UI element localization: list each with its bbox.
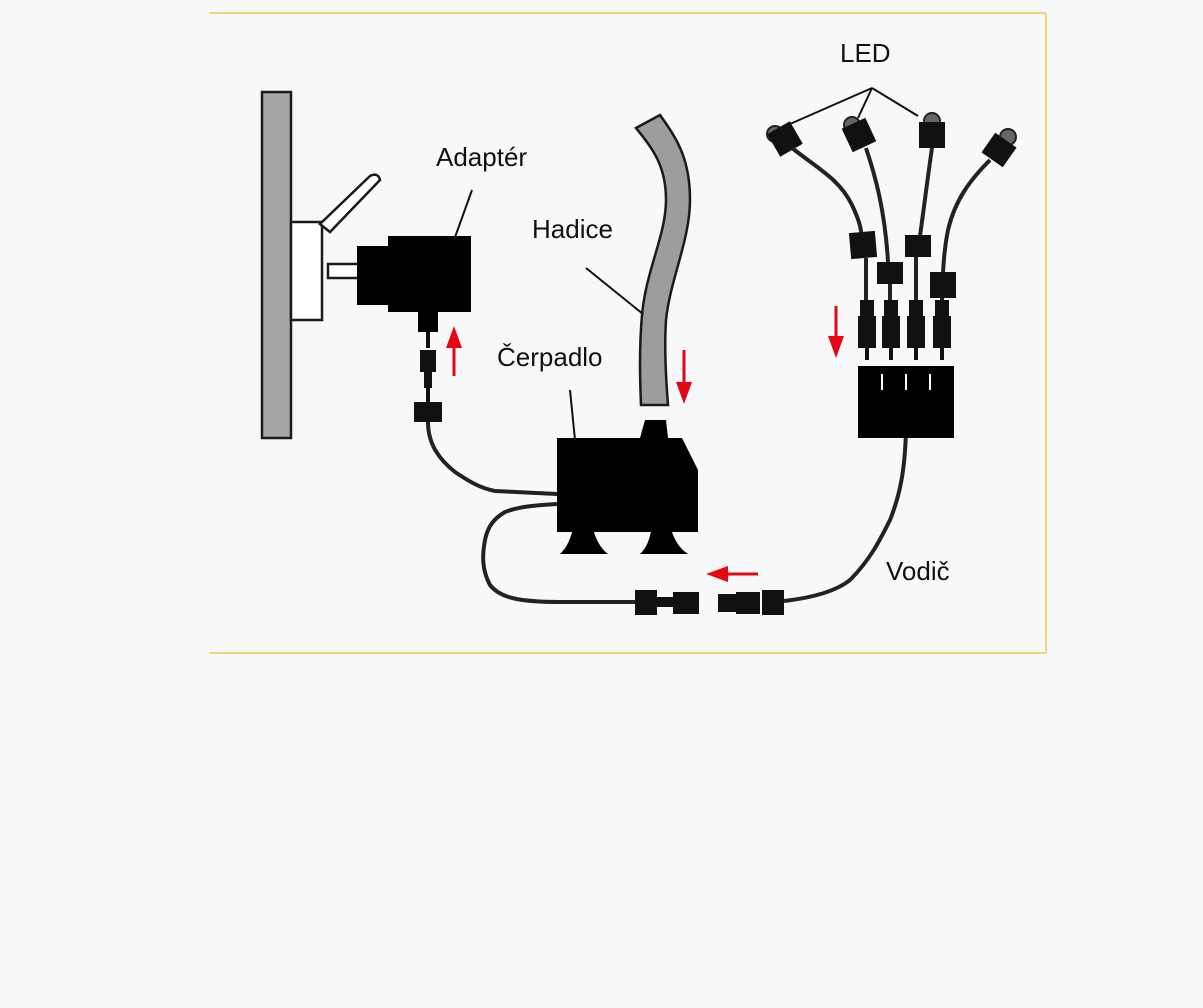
adapter	[357, 236, 471, 332]
adapter-cable	[414, 332, 635, 604]
label-led: LED	[840, 38, 891, 68]
label-hose: Hadice	[532, 214, 613, 244]
leader-lines	[453, 87, 919, 441]
flow-arrow-down-led	[828, 306, 844, 358]
led-strand-4	[930, 128, 1017, 360]
distributor-block	[858, 366, 954, 438]
flow-arrow-down-hose	[676, 350, 692, 404]
led-strand-2	[841, 116, 903, 360]
inline-connector	[635, 429, 908, 615]
led-strand-3	[905, 112, 945, 360]
label-pump: Čerpadlo	[497, 342, 603, 372]
flow-arrow-left-cable	[706, 566, 758, 582]
led-strand-1	[766, 121, 878, 360]
flow-arrow-up-adapter	[446, 326, 462, 376]
pump	[557, 420, 698, 554]
wall-socket	[260, 90, 382, 440]
label-adapter: Adaptér	[436, 142, 527, 172]
label-cable: Vodič	[886, 556, 950, 586]
hose	[634, 113, 692, 407]
